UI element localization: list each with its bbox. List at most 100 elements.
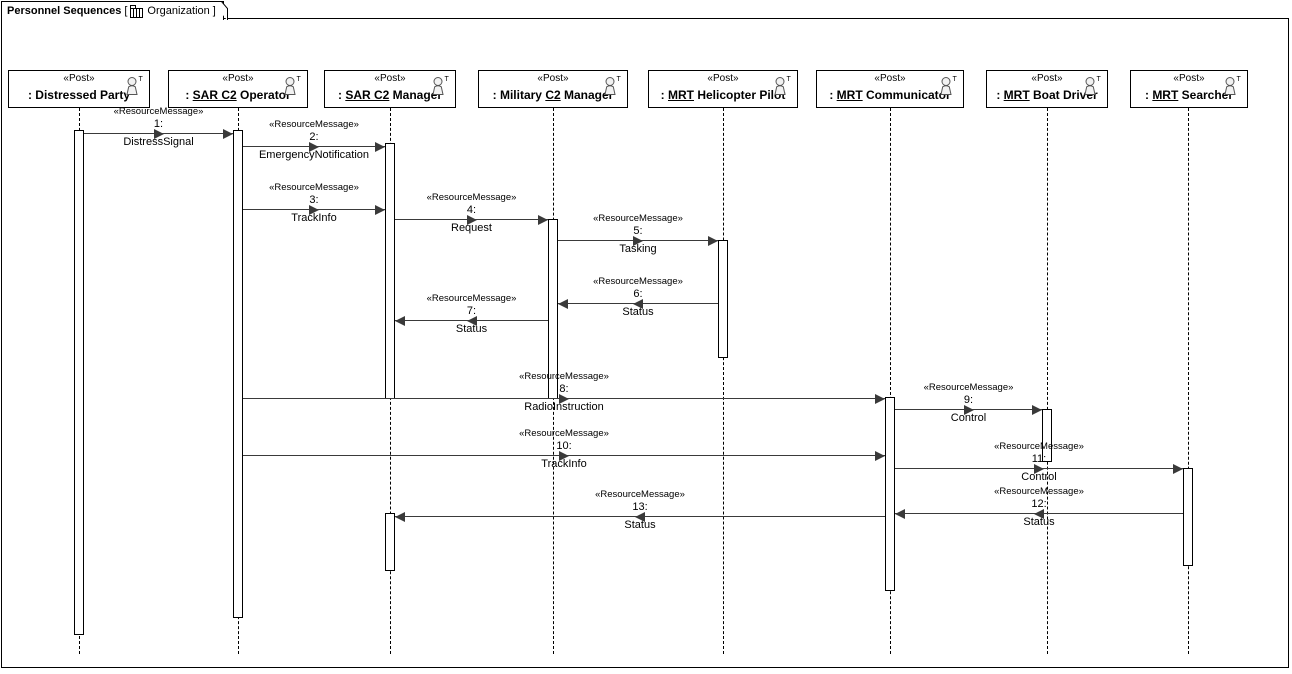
actor-icon: T xyxy=(603,75,623,99)
arrowhead-mid-6 xyxy=(633,298,643,309)
message-stereotype-2: «ResourceMessage» xyxy=(269,119,359,130)
lifeline-head-distressed-party[interactable]: «Post» : Distressed Party T xyxy=(8,70,150,108)
message-name-3: TrackInfo xyxy=(291,212,337,224)
arrowhead-mid-4 xyxy=(466,214,477,225)
message-sequence-7: 7: xyxy=(466,305,477,317)
arrowhead-mid-3 xyxy=(309,204,319,215)
activation-bar-mrt-searcher[interactable] xyxy=(1183,468,1193,566)
message-sequence-13: 13: xyxy=(632,501,648,513)
svg-text:T: T xyxy=(617,76,622,83)
arrowhead-mid-12 xyxy=(1034,508,1044,519)
svg-text:T: T xyxy=(445,76,450,83)
arrowhead-2 xyxy=(375,141,385,152)
message-name-10: TrackInfo xyxy=(541,458,587,470)
activation-bar-mrt-helicopter-pilot[interactable] xyxy=(718,240,728,358)
message-stereotype-12: «ResourceMessage» xyxy=(994,486,1084,497)
activation-bar-sar-c2-manager[interactable] xyxy=(385,513,395,571)
lifeline-stereotype: «Post» xyxy=(1173,73,1205,84)
arrowhead-5 xyxy=(708,235,718,246)
arrowhead-1 xyxy=(223,128,233,139)
message-stereotype-8: «ResourceMessage» xyxy=(519,371,609,382)
message-name-6: Status xyxy=(622,306,654,318)
lifeline-name: : Distressed Party xyxy=(27,88,131,102)
arrowhead-7 xyxy=(395,315,405,326)
lifeline-mrt-communicator xyxy=(890,108,891,654)
arrowhead-12 xyxy=(895,508,905,519)
arrowhead-mid-2 xyxy=(309,141,319,152)
message-stereotype-10: «ResourceMessage» xyxy=(519,428,609,439)
message-sequence-6: 6: xyxy=(633,288,643,300)
arrowhead-8 xyxy=(875,393,885,404)
message-sequence-1: 1: xyxy=(153,118,164,130)
arrowhead-mid-9 xyxy=(963,404,974,415)
lifeline-stereotype: «Post» xyxy=(537,73,569,84)
lifeline-mrt-searcher xyxy=(1188,108,1189,654)
message-sequence-5: 5: xyxy=(633,225,643,237)
message-stereotype-3: «ResourceMessage» xyxy=(269,182,359,193)
lifeline-name: : SAR C2 Manager xyxy=(337,88,443,102)
lifeline-mrt-boat-driver xyxy=(1047,108,1048,654)
lifeline-name: : SAR C2 Operator xyxy=(185,88,291,102)
message-stereotype-4: «ResourceMessage» xyxy=(426,192,517,203)
arrowhead-3 xyxy=(375,204,385,215)
arrowhead-mid-5 xyxy=(633,235,643,246)
message-stereotype-13: «ResourceMessage» xyxy=(595,489,685,500)
activation-bar-mrt-boat-driver[interactable] xyxy=(1042,409,1052,462)
lifeline-stereotype: «Post» xyxy=(707,73,739,84)
message-sequence-12: 12: xyxy=(1031,498,1047,510)
message-name-5: Tasking xyxy=(619,243,657,255)
activation-bar-sar-c2-operator[interactable] xyxy=(233,130,243,618)
arrowhead-10 xyxy=(875,450,885,461)
lifeline-name: : MRT Communicator xyxy=(829,88,951,102)
activation-bar-distressed-party[interactable] xyxy=(74,130,84,635)
message-stereotype-7: «ResourceMessage» xyxy=(426,293,517,304)
diagram-frame-tab[interactable]: Personnel Sequences [ Organization ] xyxy=(1,1,224,20)
arrowhead-4 xyxy=(538,214,548,225)
arrowhead-mid-7 xyxy=(466,315,477,326)
lifeline-name: : MRT Searcher xyxy=(1144,88,1234,102)
arrowhead-9 xyxy=(1032,404,1042,415)
actor-icon: T xyxy=(125,75,145,99)
arrowhead-mid-8 xyxy=(559,393,569,404)
message-sequence-2: 2: xyxy=(309,131,319,143)
message-stereotype-5: «ResourceMessage» xyxy=(593,213,683,224)
lifeline-stereotype: «Post» xyxy=(1031,73,1063,84)
arrowhead-13 xyxy=(395,511,405,522)
message-stereotype-11: «ResourceMessage» xyxy=(994,441,1084,452)
bracket-close: ] xyxy=(212,5,216,17)
diagram-frame xyxy=(1,18,1289,668)
svg-text:T: T xyxy=(139,76,144,83)
message-sequence-9: 9: xyxy=(963,394,974,406)
message-name-13: Status xyxy=(624,519,656,531)
bracket-open: [ xyxy=(124,5,128,17)
message-name-1: DistressSignal xyxy=(123,136,194,148)
arrowhead-mid-1 xyxy=(153,128,164,139)
svg-text:T: T xyxy=(787,76,792,83)
lifeline-mrt-helicopter-pilot xyxy=(723,108,724,654)
svg-text:T: T xyxy=(1237,76,1242,83)
frame-tab-corner xyxy=(211,1,228,20)
lifeline-stereotype: «Post» xyxy=(222,73,254,84)
actor-icon: T xyxy=(1083,75,1103,99)
message-sequence-11: 11: xyxy=(1031,453,1047,465)
lifeline-stereotype: «Post» xyxy=(63,73,95,84)
actor-icon: T xyxy=(283,75,303,99)
activation-bar-mrt-communicator[interactable] xyxy=(885,397,895,591)
message-sequence-8: 8: xyxy=(559,383,569,395)
svg-text:T: T xyxy=(1097,76,1102,83)
message-name-9: Control xyxy=(950,412,987,424)
message-sequence-10: 10: xyxy=(556,440,572,452)
message-name-12: Status xyxy=(1023,516,1055,528)
message-sequence-3: 3: xyxy=(309,194,319,206)
package-icon xyxy=(130,4,144,18)
lifeline-stereotype: «Post» xyxy=(374,73,406,84)
lifeline-name: : Military C2 Manager xyxy=(492,88,614,102)
